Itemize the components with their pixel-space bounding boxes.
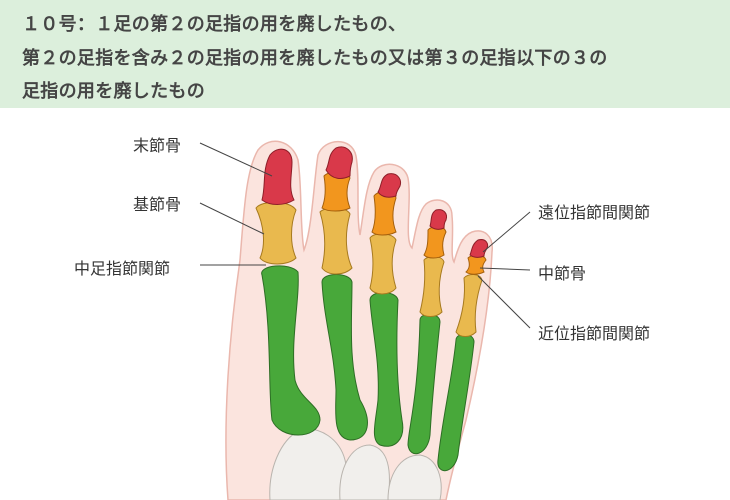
distal-phalanges — [261, 146, 489, 258]
metatarsal-bones — [261, 265, 475, 472]
label-distal-phalanx: 末節骨 — [133, 136, 182, 155]
header-line-1: １０号：１足の第２の足指の用を廃したもの、 — [22, 14, 407, 35]
label-middle-phalanx: 中節骨 — [538, 264, 587, 283]
tarsal-bones — [269, 428, 442, 500]
proximal-phalanges — [255, 201, 483, 337]
label-pip-joint: 近位指節間関節 — [538, 324, 651, 343]
header-banner: １０号：１足の第２の足指の用を廃したもの、 第２の足指を含み２の足指の用を廃した… — [0, 0, 730, 108]
leader-lines — [199, 142, 531, 329]
header-line-2: 第２の足指を含み２の足指の用を廃したもの又は第３の足指以下の３の — [22, 48, 608, 69]
label-dip-joint: 遠位指節間関節 — [538, 203, 651, 222]
label-mtp-joint: 中足指節関節 — [74, 259, 171, 278]
label-proximal-phalanx: 基節骨 — [133, 195, 182, 214]
middle-phalanges — [321, 171, 487, 275]
header-line-3: 足指の用を廃したもの — [22, 81, 205, 102]
